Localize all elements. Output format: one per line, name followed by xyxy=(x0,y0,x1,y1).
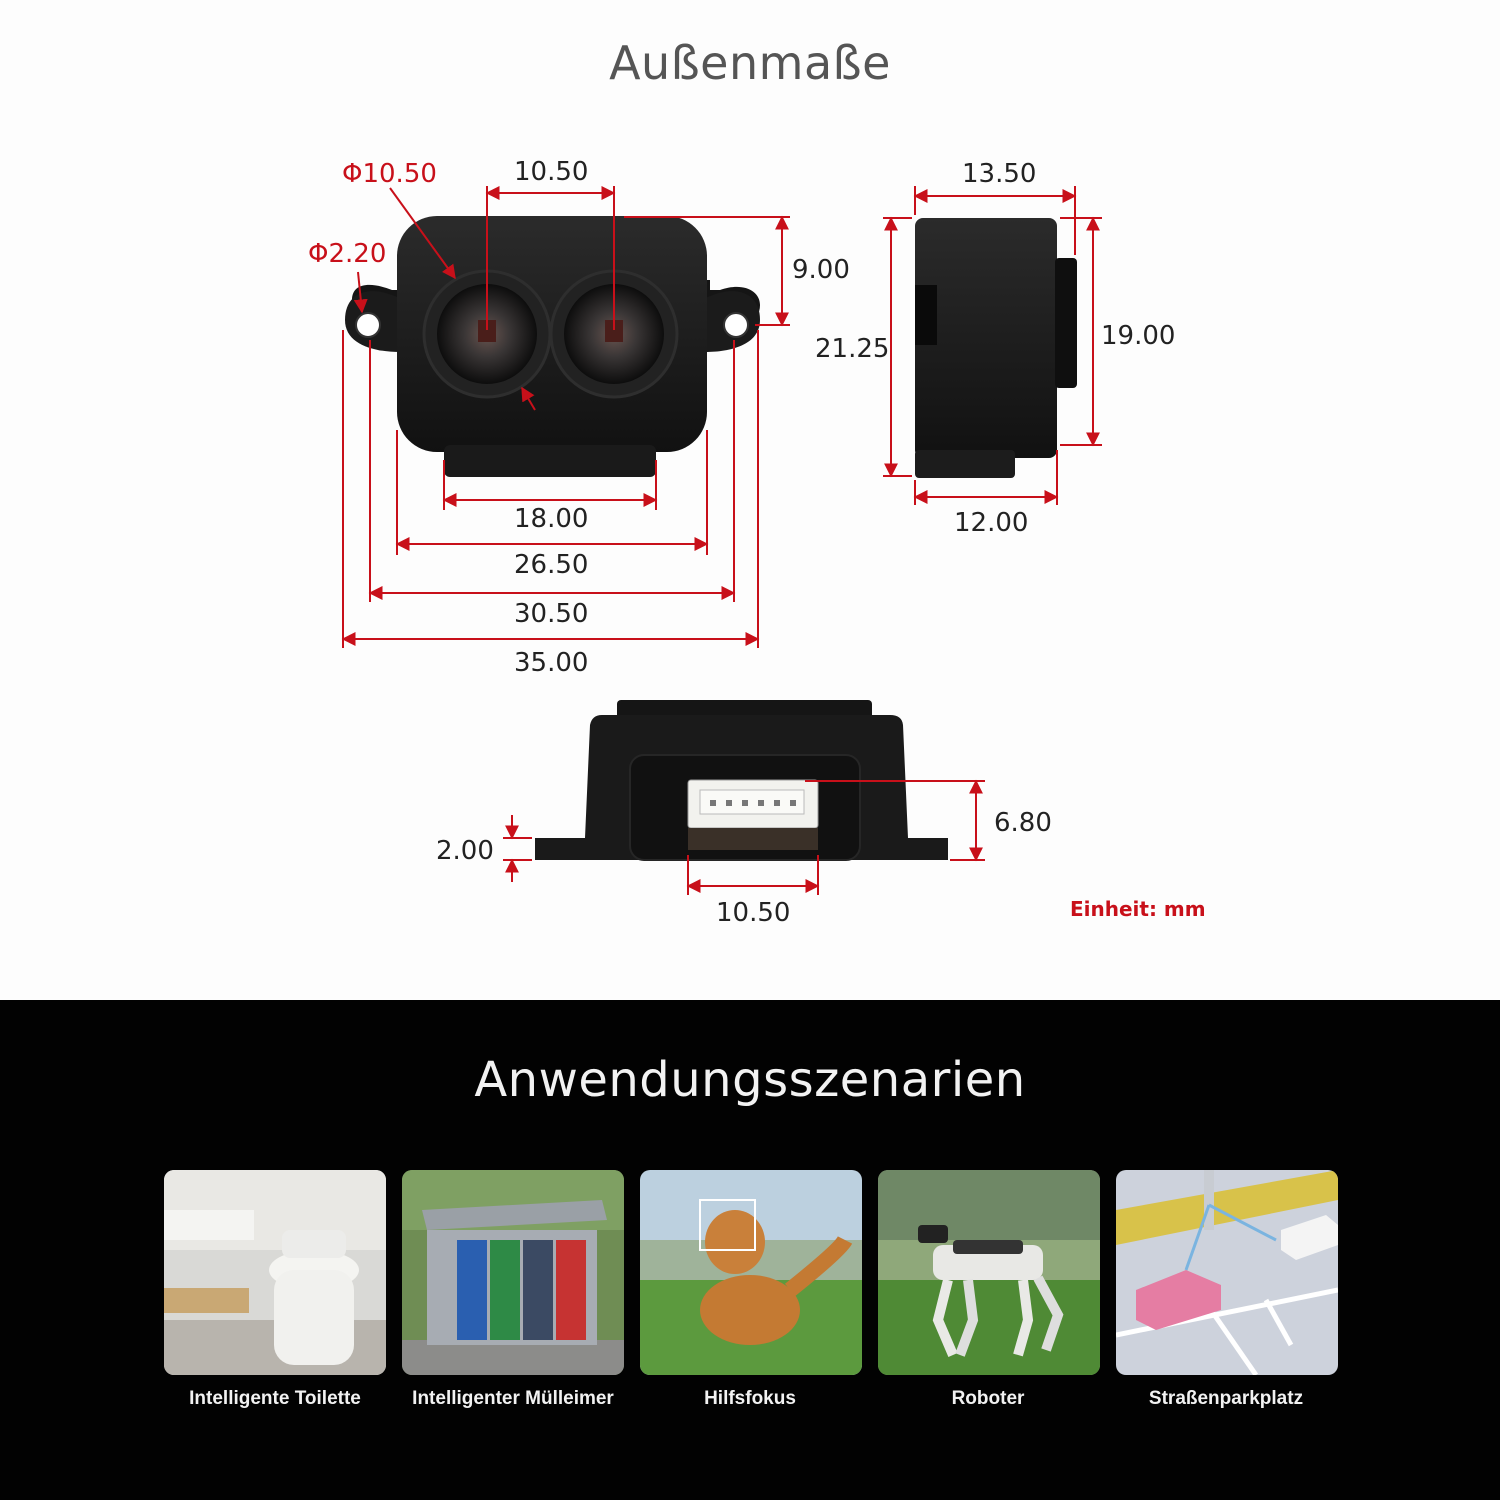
dimension-drawing: Φ10.50 Φ2.20 10.50 9.00 18.00 26.50 30.5… xyxy=(308,157,1206,928)
scenario-label-trash: Intelligenter Mülleimer xyxy=(412,1388,614,1409)
lens-diameter-label: Φ10.50 xyxy=(342,159,437,189)
robot-dog-image xyxy=(878,1170,1100,1375)
scenario-label-robot: Roboter xyxy=(951,1388,1025,1409)
side-depth-top-label: 13.50 xyxy=(962,159,1036,189)
connector-width-label: 18.00 xyxy=(514,504,588,534)
scenario-label-toilet: Intelligente Toilette xyxy=(189,1388,361,1409)
side-height-total-label: 21.25 xyxy=(815,334,889,364)
trash-bin-image xyxy=(402,1170,624,1375)
connector-height-label: 6.80 xyxy=(994,808,1052,838)
bottom-view-sensor xyxy=(535,700,948,861)
side-view-sensor xyxy=(915,218,1077,478)
scenario-label-dog: Hilfsfokus xyxy=(704,1388,796,1409)
total-width-label: 35.00 xyxy=(514,648,588,678)
applications-title: Anwendungsszenarien xyxy=(474,1052,1026,1108)
body-width-label: 26.50 xyxy=(514,550,588,580)
hole-diameter-label: Φ2.20 xyxy=(308,239,386,269)
dog-image xyxy=(640,1170,862,1375)
toilet-image xyxy=(164,1170,386,1375)
front-view-sensor xyxy=(345,216,760,477)
dimensions-title: Außenmaße xyxy=(609,36,891,90)
bottom-connector-width-label: 10.50 xyxy=(716,898,790,928)
unit-note: Einheit: mm xyxy=(1070,897,1206,921)
lens-offset-label: 9.00 xyxy=(792,255,850,285)
hole-spacing-label: 30.50 xyxy=(514,599,588,629)
side-depth-bottom-label: 12.00 xyxy=(954,508,1028,538)
scenario-label-parking: Straßenparkplatz xyxy=(1148,1388,1304,1409)
parking-image xyxy=(1116,1170,1338,1375)
side-height-body-label: 19.00 xyxy=(1101,321,1175,351)
scenario-cards: Intelligente Toilette Intelligenter Müll… xyxy=(0,1170,1500,1430)
lens-spacing-label: 10.50 xyxy=(514,157,588,187)
flange-height-label: 2.00 xyxy=(436,836,494,866)
